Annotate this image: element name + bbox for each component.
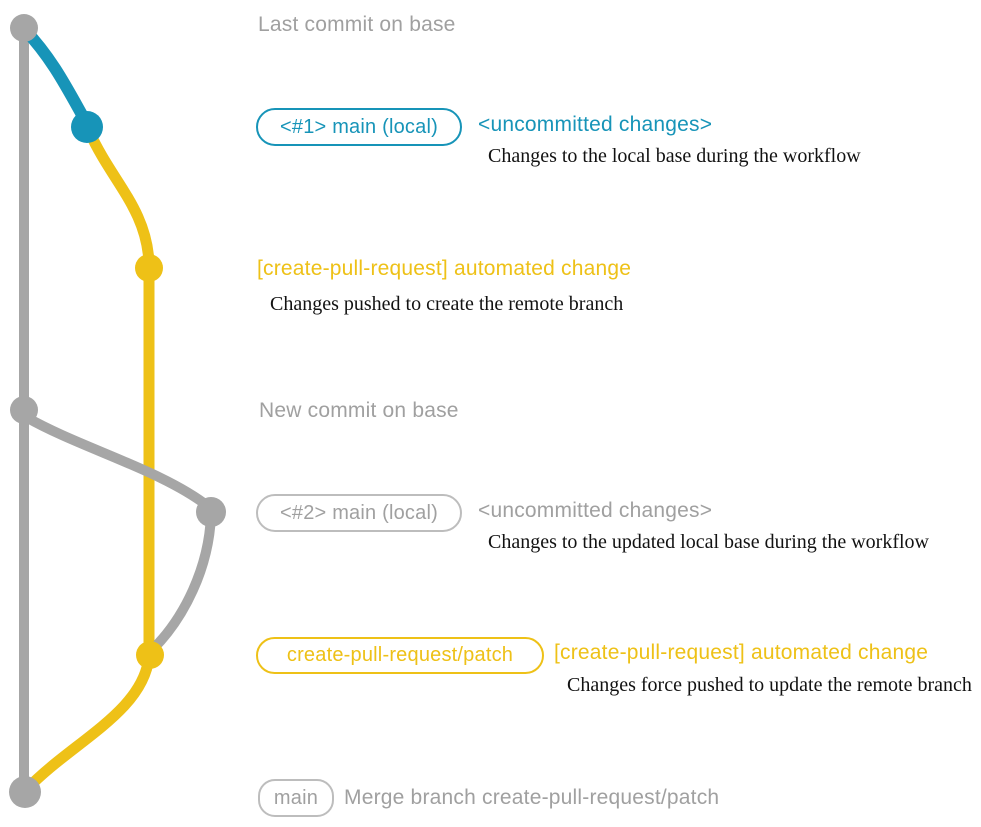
uncommitted-changes-title-1: <uncommitted changes>	[478, 113, 713, 136]
updated-local-branch-curve	[21, 412, 214, 512]
merge-commit-label: Merge branch create-pull-request/patch	[344, 786, 720, 809]
patch-merge-curve	[21, 651, 155, 795]
cpr-commit-caption-1: Changes pushed to create the remote bran…	[270, 293, 624, 315]
local-branch-curve	[19, 24, 92, 128]
new-commit-label: New commit on base	[259, 399, 459, 422]
branch-tag-main-local-1: <#1> main (local)	[256, 108, 462, 146]
cpr-commit-title-1: [create-pull-request] automated change	[257, 257, 632, 280]
last-commit-label: Last commit on base	[258, 13, 456, 36]
commit-node-cpr-1	[135, 254, 163, 282]
branch-tag-cpr-patch: create-pull-request/patch	[256, 637, 544, 674]
cpr-commit-caption-2: Changes force pushed to update the remot…	[567, 674, 972, 696]
commit-node-new-base	[10, 396, 38, 424]
commit-node-cpr-2	[136, 641, 164, 669]
branch-tag-main: main	[258, 779, 334, 817]
force-push-curve	[148, 510, 216, 654]
commit-node-last-base	[10, 14, 38, 42]
commit-node-main-local-2	[196, 497, 226, 527]
commit-node-main-local-1	[71, 111, 103, 143]
uncommitted-changes-caption-1: Changes to the local base during the wor…	[488, 145, 861, 167]
cpr-commit-title-2: [create-pull-request] automated change	[554, 641, 929, 664]
commit-node-merge	[9, 776, 41, 808]
uncommitted-changes-title-2: <uncommitted changes>	[478, 499, 713, 522]
branch-tag-main-local-2: <#2> main (local)	[256, 494, 462, 532]
push-branch-curve	[83, 125, 155, 268]
uncommitted-changes-caption-2: Changes to the updated local base during…	[488, 531, 929, 553]
